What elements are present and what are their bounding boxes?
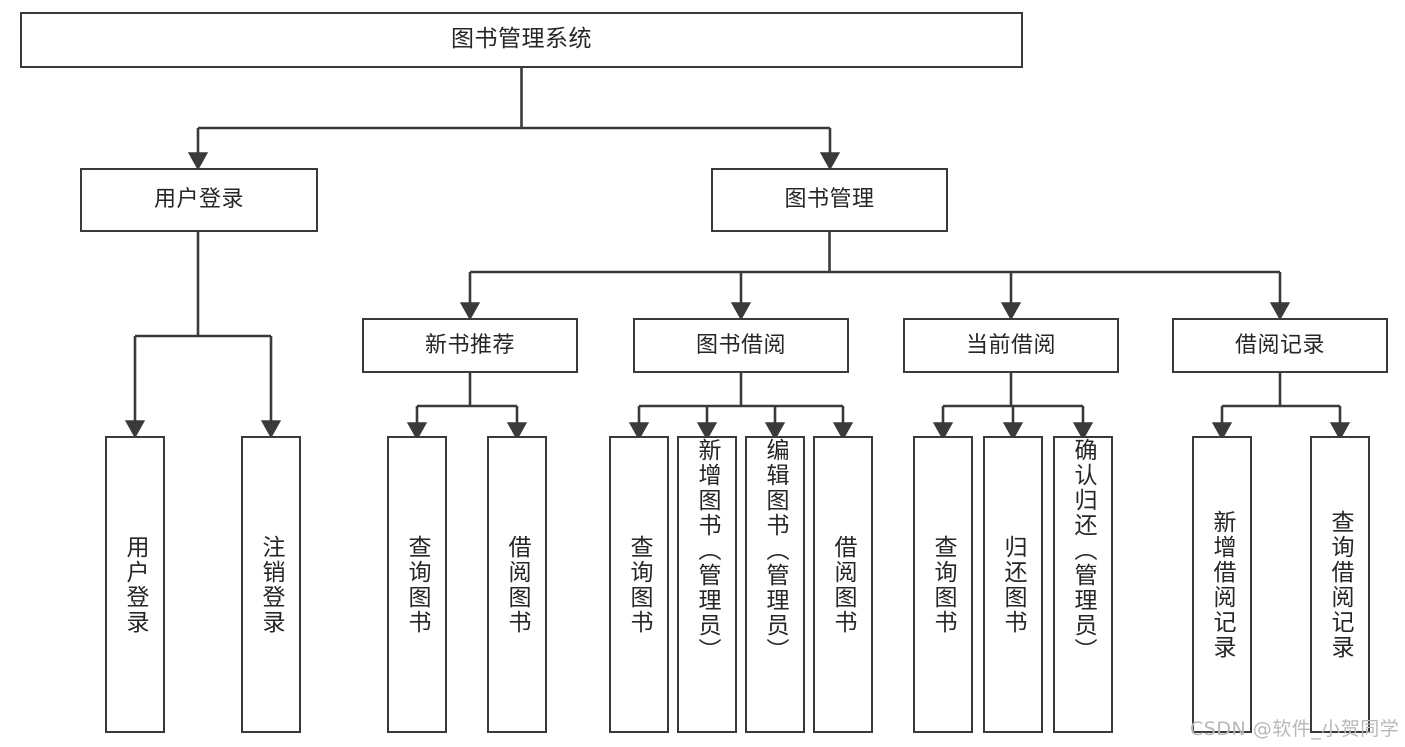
- node-borrow-record[interactable]: 借阅记录: [1172, 318, 1388, 373]
- node-book-manage[interactable]: 图书管理: [711, 168, 948, 232]
- node-leaf-user-logout[interactable]: 注销登录: [241, 436, 301, 733]
- node-leaf-confirm-return[interactable]: 确认归还（管理员）: [1053, 436, 1113, 733]
- node-new-book-recommend-label: 新书推荐: [424, 332, 515, 358]
- node-root-label: 图书管理系统: [451, 26, 592, 53]
- node-leaf-add-book-label: 新增图书（管理员）: [694, 438, 721, 663]
- node-leaf-user-logout-label: 注销登录: [258, 534, 285, 635]
- node-leaf-query-record[interactable]: 查询借阅记录: [1310, 436, 1370, 733]
- node-leaf-user-login[interactable]: 用户登录: [105, 436, 165, 733]
- node-book-manage-label: 图书管理: [784, 187, 875, 213]
- node-new-book-recommend[interactable]: 新书推荐: [362, 318, 578, 373]
- node-leaf-return-book-label: 归还图书: [1000, 534, 1027, 635]
- node-user-login-label: 用户登录: [153, 187, 244, 213]
- node-leaf-query-book-3[interactable]: 查询图书: [913, 436, 973, 733]
- node-leaf-confirm-return-label: 确认归还（管理员）: [1070, 438, 1097, 663]
- node-leaf-edit-book[interactable]: 编辑图书（管理员）: [745, 436, 805, 733]
- node-book-borrow-label: 图书借阅: [695, 332, 786, 358]
- node-root[interactable]: 图书管理系统: [20, 12, 1023, 68]
- node-leaf-query-book-1[interactable]: 查询图书: [387, 436, 447, 733]
- node-leaf-user-login-label: 用户登录: [122, 534, 149, 635]
- node-borrow-record-label: 借阅记录: [1234, 332, 1325, 358]
- node-leaf-query-book-3-label: 查询图书: [930, 534, 957, 635]
- node-leaf-add-record[interactable]: 新增借阅记录: [1192, 436, 1252, 733]
- node-leaf-query-record-label: 查询借阅记录: [1327, 509, 1354, 660]
- node-current-borrow[interactable]: 当前借阅: [903, 318, 1119, 373]
- node-leaf-query-book-2[interactable]: 查询图书: [609, 436, 669, 733]
- node-current-borrow-label: 当前借阅: [965, 332, 1056, 358]
- node-leaf-add-record-label: 新增借阅记录: [1209, 509, 1236, 660]
- watermark-text: CSDN @软件_小贺同学: [1190, 718, 1400, 740]
- node-leaf-query-book-2-label: 查询图书: [626, 534, 653, 635]
- node-leaf-edit-book-label: 编辑图书（管理员）: [762, 438, 789, 663]
- node-leaf-borrow-book-2[interactable]: 借阅图书: [813, 436, 873, 733]
- node-leaf-return-book[interactable]: 归还图书: [983, 436, 1043, 733]
- node-user-login[interactable]: 用户登录: [80, 168, 318, 232]
- node-leaf-query-book-1-label: 查询图书: [404, 534, 431, 635]
- node-leaf-borrow-book-1[interactable]: 借阅图书: [487, 436, 547, 733]
- node-leaf-borrow-book-1-label: 借阅图书: [504, 534, 531, 635]
- node-book-borrow[interactable]: 图书借阅: [633, 318, 849, 373]
- node-leaf-borrow-book-2-label: 借阅图书: [830, 534, 857, 635]
- node-leaf-add-book[interactable]: 新增图书（管理员）: [677, 436, 737, 733]
